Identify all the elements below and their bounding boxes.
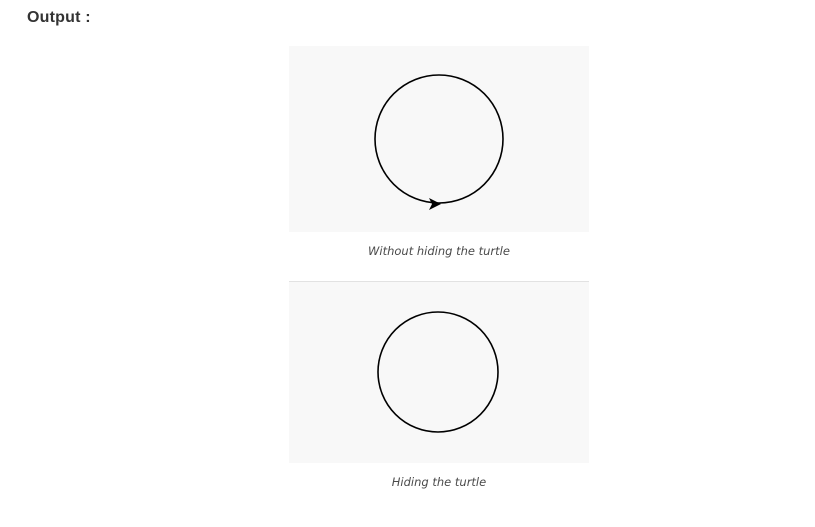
turtle-arrow-icon <box>429 198 441 210</box>
figure-divider <box>289 281 589 282</box>
circle-canvas <box>377 311 499 433</box>
turtle-output-visible <box>289 46 589 232</box>
turtle-output-hidden <box>289 282 589 463</box>
figure-caption: Without hiding the turtle <box>368 244 510 258</box>
circle-canvas <box>374 74 504 210</box>
drawn-circle <box>374 74 504 204</box>
output-heading: Output : <box>27 9 91 26</box>
figure-caption: Hiding the turtle <box>391 475 487 489</box>
drawn-circle <box>377 311 499 433</box>
